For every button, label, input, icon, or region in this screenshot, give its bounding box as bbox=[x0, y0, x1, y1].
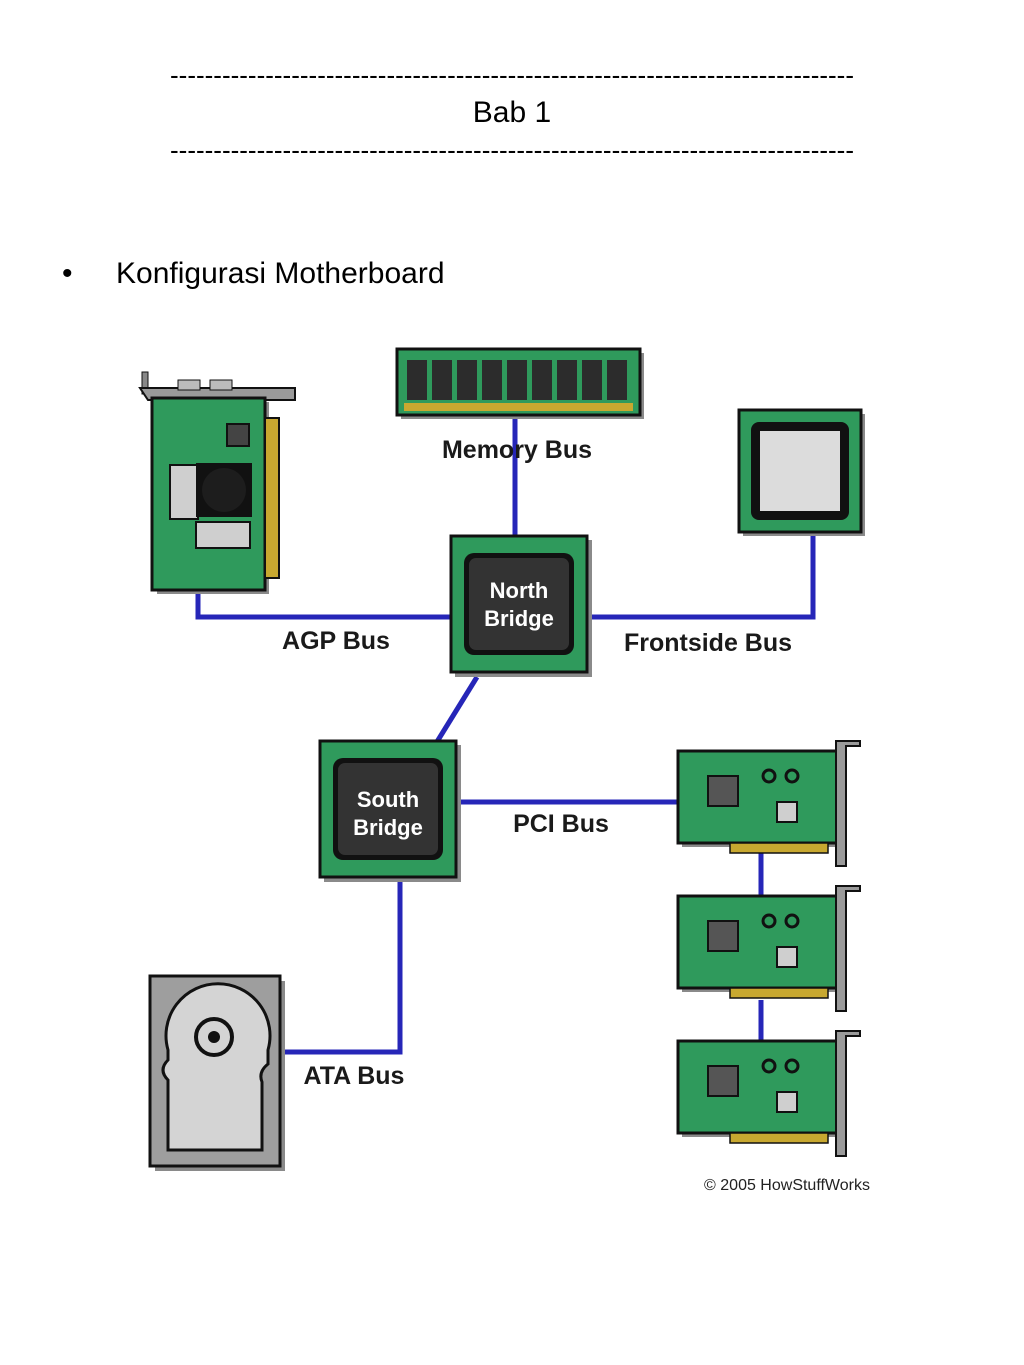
south-bridge-chip-icon bbox=[318, 739, 461, 882]
frontside-bus-line bbox=[587, 532, 816, 620]
frontside-bus-label: Frontside Bus bbox=[624, 629, 792, 657]
south-bridge-label-line1: South bbox=[357, 787, 419, 812]
chapter-title: Bab 1 bbox=[472, 96, 552, 129]
bullet-mark: • bbox=[62, 257, 73, 290]
ata-bus-label: ATA Bus bbox=[304, 1062, 405, 1090]
north-bridge-label-line1: North bbox=[490, 578, 549, 603]
memory-bus-label: Memory Bus bbox=[442, 436, 592, 464]
north-bridge-label-line2: Bridge bbox=[484, 606, 554, 631]
copyright-notice: © 2005 HowStuffWorks bbox=[704, 1177, 870, 1194]
header-rule-bottom: ----------------------------------------… bbox=[170, 137, 854, 163]
hard-drive-icon bbox=[148, 974, 285, 1171]
bus-lines bbox=[195, 418, 816, 1055]
north-bridge-chip-icon bbox=[449, 534, 592, 677]
header-rule-top: ----------------------------------------… bbox=[170, 62, 854, 88]
pci-card-icon bbox=[676, 885, 861, 1012]
agp-card-icon bbox=[138, 371, 296, 594]
cpu-icon bbox=[737, 408, 865, 536]
section-title: Konfigurasi Motherboard bbox=[116, 257, 445, 290]
memory-module-icon bbox=[395, 347, 644, 419]
section-bullet-item: • Konfigurasi Motherboard bbox=[62, 257, 445, 291]
north-south-link-line bbox=[432, 675, 480, 747]
south-bridge-label-line2: Bridge bbox=[353, 815, 423, 840]
agp-bus-label: AGP Bus bbox=[282, 627, 390, 655]
pci-card-icon bbox=[676, 740, 861, 867]
pci-bus-label: PCI Bus bbox=[513, 810, 609, 838]
agp-bus-line bbox=[195, 590, 450, 620]
pci-card-icon bbox=[676, 1030, 861, 1157]
ata-bus-line bbox=[282, 880, 403, 1055]
